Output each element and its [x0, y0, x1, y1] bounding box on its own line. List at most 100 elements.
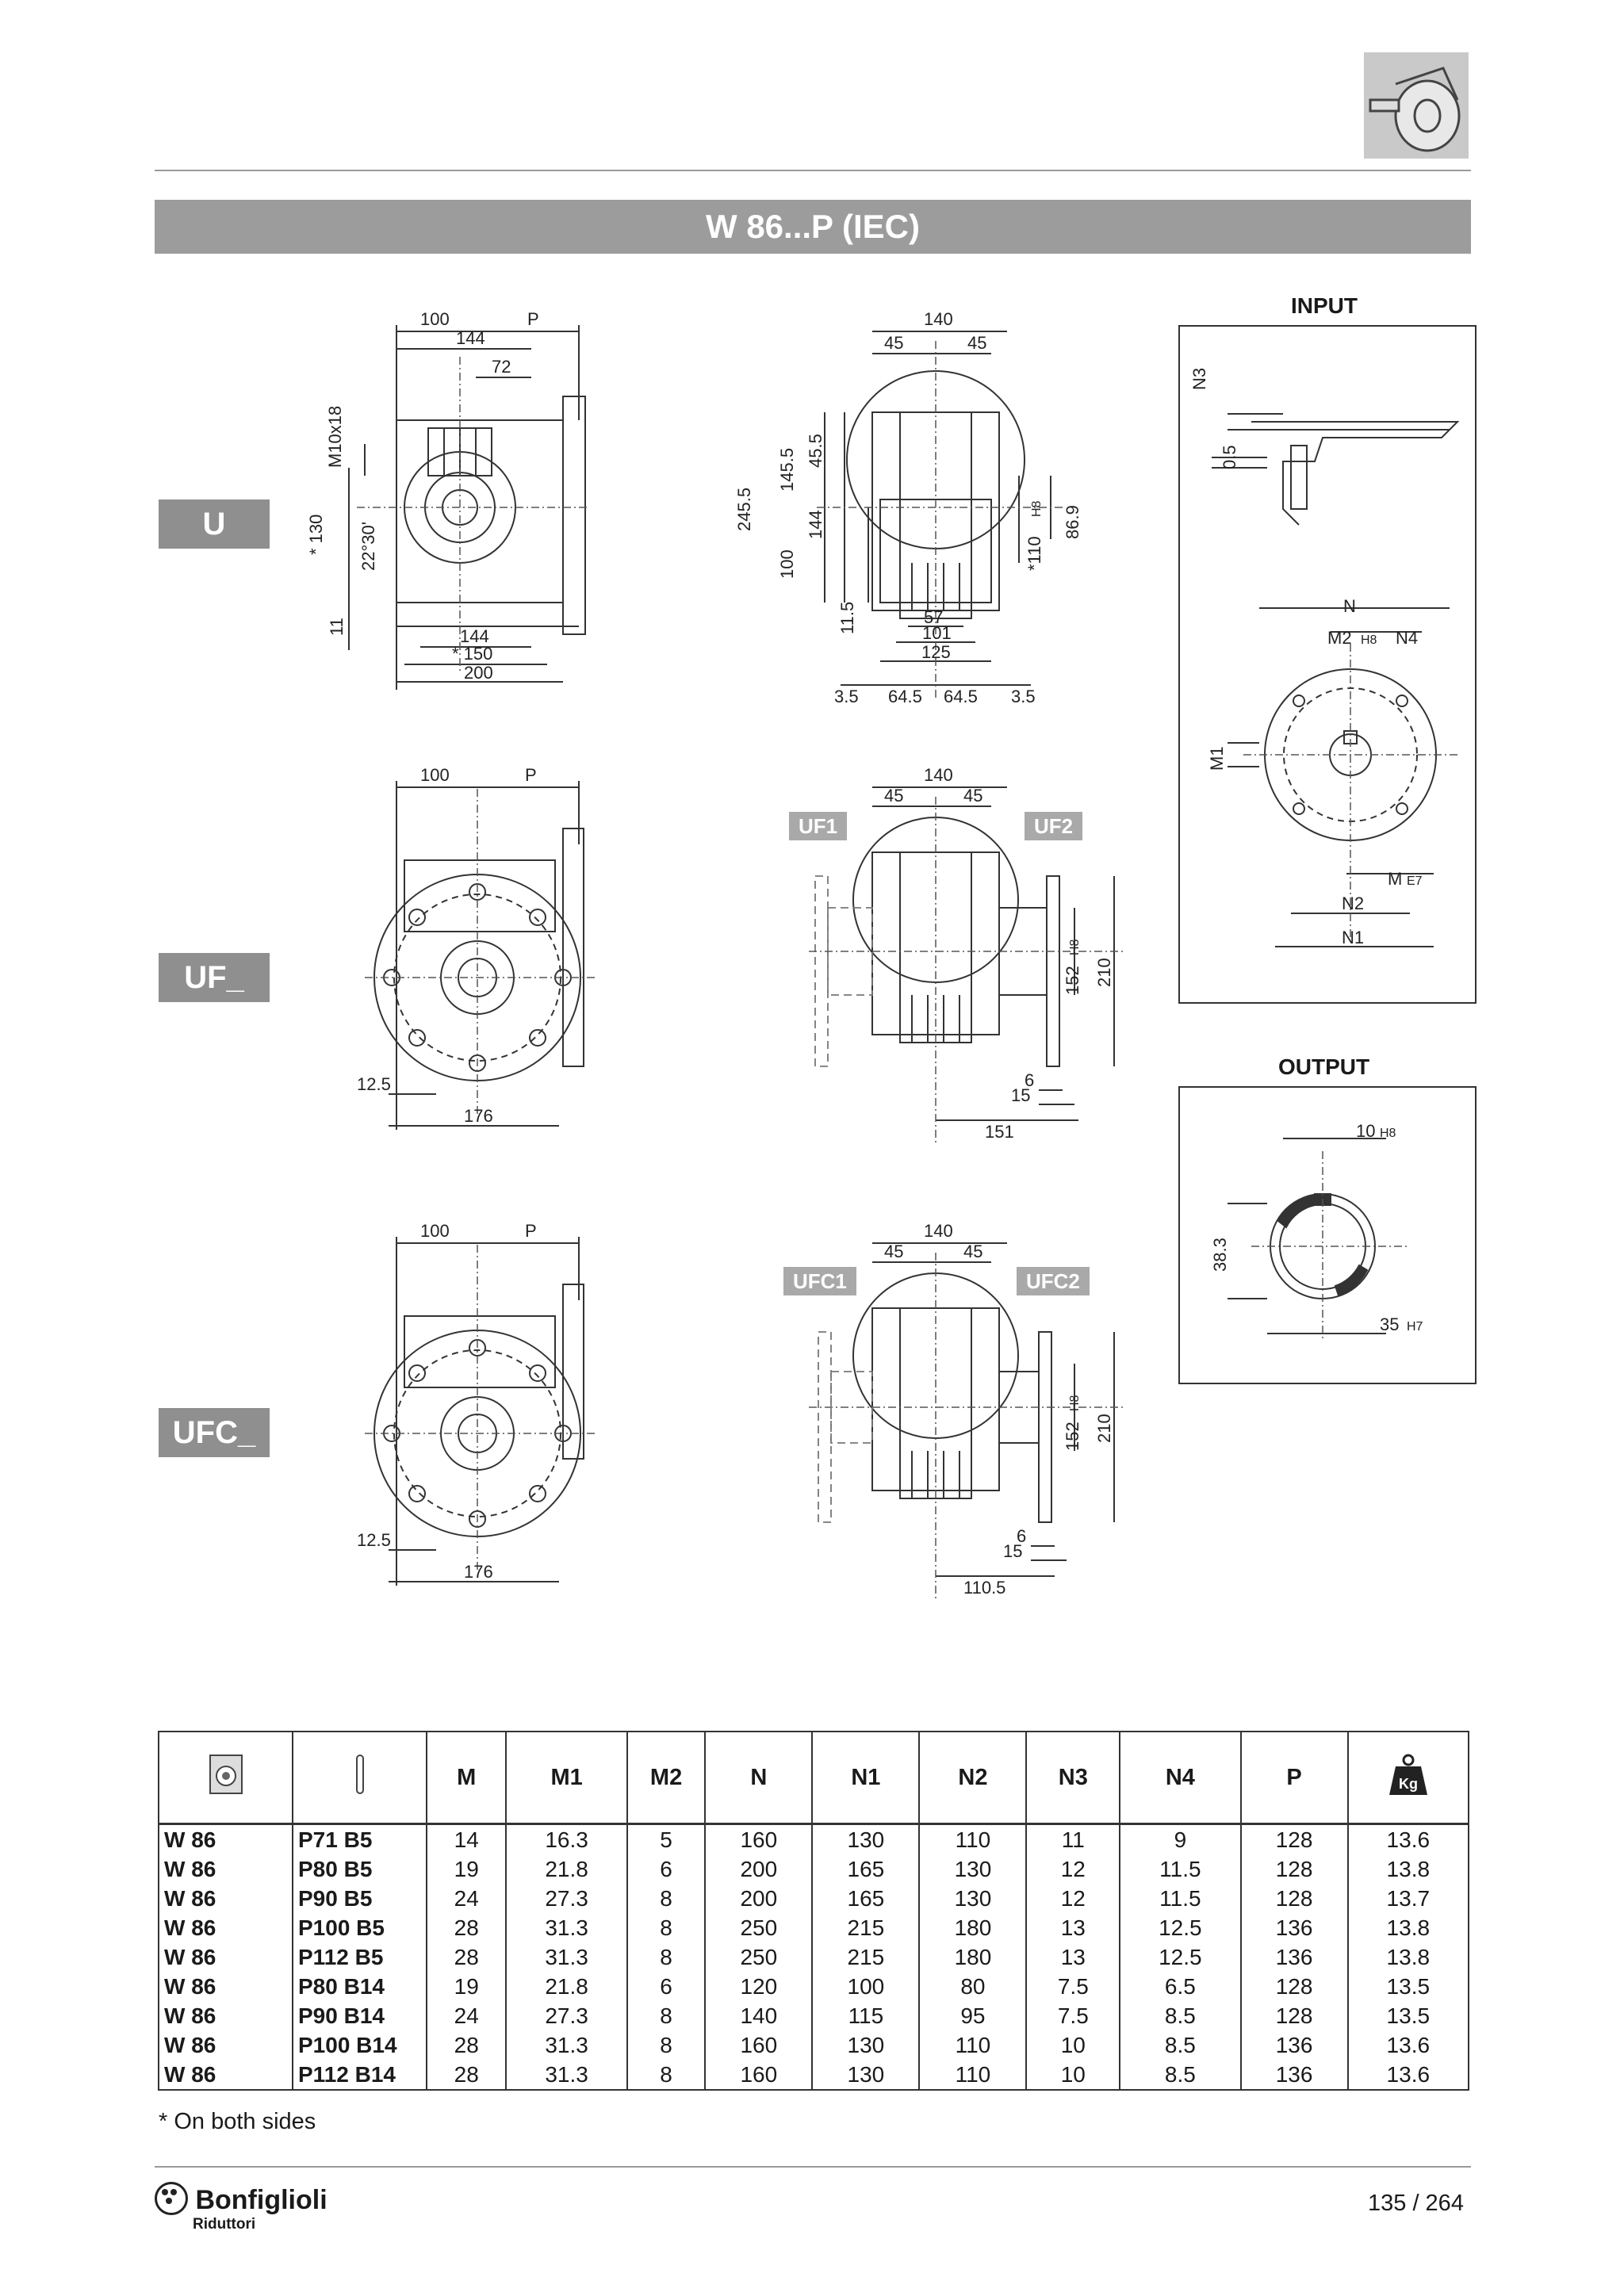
dim-ufc-front-152: 152: [1063, 1422, 1082, 1451]
cell-motor: P90 B14: [292, 2001, 427, 2030]
cell-value: 14: [425, 1823, 508, 1854]
dim-u-front-45a: 45: [884, 333, 903, 353]
cell-value: 95: [918, 2001, 1028, 2030]
cell-value: 7.5: [1025, 1972, 1121, 2001]
cell-value: 13.6: [1346, 1823, 1470, 1854]
cell-value: 128: [1239, 1823, 1349, 1854]
dim-u-side-100: 100: [420, 309, 450, 329]
cell-value: 13.8: [1346, 1854, 1470, 1884]
cell-value: 160: [704, 2030, 814, 2060]
dim-u-front-144: 144: [806, 510, 825, 539]
cell-value: 8: [626, 1942, 707, 1972]
dim-input-05: 0.5: [1220, 445, 1239, 469]
cell-model: W 86: [158, 2060, 293, 2091]
dim-ufc-side-100: 100: [420, 1221, 450, 1241]
dim-ufc-front-6: 6: [1017, 1526, 1026, 1546]
cell-value: 28: [425, 2030, 508, 2060]
cell-value: 200: [704, 1854, 814, 1884]
col-header-n3: N3: [1025, 1731, 1121, 1825]
cell-value: 140: [704, 2001, 814, 2030]
col-motor-icon: [292, 1731, 427, 1825]
cell-model: W 86: [158, 1913, 293, 1942]
footer-rule: [155, 2166, 1471, 2168]
cell-value: 200: [704, 1884, 814, 1913]
u-side-view-drawing: 100 P 144 72 M10x18 * 130 22°30' 11 144 …: [306, 309, 587, 690]
cell-motor: P112 B14: [292, 2060, 427, 2091]
dim-u-front-1455: 145.5: [777, 448, 797, 492]
col-header-n4: N4: [1119, 1731, 1242, 1825]
cell-value: 10: [1025, 2030, 1121, 2060]
brand-logo-icon: [155, 2182, 188, 2215]
col-header-weight: Kg: [1346, 1731, 1470, 1825]
dim-ufc-front-45b: 45: [963, 1242, 982, 1261]
cell-value: 250: [704, 1942, 814, 1972]
dim-ufc-front-140: 140: [924, 1221, 953, 1241]
dim-ufc-side-p: P: [525, 1221, 537, 1241]
cell-value: 130: [811, 2030, 921, 2060]
input-detail-drawing: N3 0.5 N M2 H8 N4 M1 M E7 N2 N1: [1189, 368, 1460, 947]
cell-motor: P80 B14: [292, 1972, 427, 2001]
u-front-view-drawing: 140 45 45 245.5 145.5 45.5 144 100 11.5 …: [734, 309, 1082, 706]
input-box-title: INPUT: [1291, 293, 1358, 318]
cell-value: 8: [626, 2060, 707, 2091]
table-header-row: M M1 M2 N N1 N2 N3 N4 P Kg: [158, 1731, 1470, 1825]
dim-uf-front-45b: 45: [963, 786, 982, 806]
cell-value: 8.5: [1119, 2001, 1242, 2030]
page-number: 135 / 264: [1368, 2191, 1464, 2216]
footnote: * On both sides: [159, 2109, 316, 2134]
col-header-m1: M1: [505, 1731, 628, 1825]
cell-value: 19: [425, 1972, 508, 2001]
dim-u-side-11: 11: [327, 618, 347, 636]
cell-value: 130: [918, 1884, 1028, 1913]
dim-u-front-100: 100: [777, 549, 797, 579]
output-box-title: OUTPUT: [1278, 1054, 1370, 1079]
dim-output-35-h7: H7: [1407, 1320, 1423, 1334]
cell-value: 128: [1239, 1854, 1349, 1884]
dim-ufc-side-176: 176: [464, 1562, 493, 1582]
dim-input-n1: N1: [1342, 928, 1364, 947]
cell-model: W 86: [158, 1823, 293, 1854]
dim-output-35: 35: [1380, 1314, 1399, 1334]
cell-value: 28: [425, 1913, 508, 1942]
dim-input-m1: M1: [1207, 746, 1227, 771]
weight-icon-label: Kg: [1399, 1776, 1418, 1792]
cell-value: 31.3: [505, 2030, 628, 2060]
cell-value: 130: [811, 2060, 921, 2091]
dim-output-383: 38.3: [1210, 1238, 1230, 1272]
dim-u-front-869: 86.9: [1063, 505, 1082, 539]
col-reducer-icon: [158, 1731, 293, 1825]
dim-ufc-front-h8: H8: [1068, 1395, 1082, 1411]
dim-ufc-front-15: 15: [1003, 1541, 1022, 1561]
brand-name: Bonfiglioli: [195, 2185, 327, 2215]
dim-ufc-front-1105: 110.5: [963, 1578, 1005, 1598]
cell-value: 31.3: [505, 1913, 628, 1942]
uf-side-view-drawing: 100 P 12.5 176: [357, 765, 595, 1130]
cell-value: 11.5: [1119, 1854, 1242, 1884]
dim-u-front-125: 125: [921, 642, 951, 662]
cell-value: 13.7: [1346, 1884, 1470, 1913]
dim-ufc-side-125: 12.5: [357, 1530, 391, 1550]
cell-value: 27.3: [505, 2001, 628, 2030]
cell-value: 136: [1239, 2060, 1349, 2091]
cell-value: 165: [811, 1854, 921, 1884]
cell-value: 13.5: [1346, 2001, 1470, 2030]
cell-value: 160: [704, 2060, 814, 2091]
cell-value: 6: [626, 1972, 707, 2001]
view-label-u: U: [159, 499, 270, 549]
ufc-front-view-drawing: 140 45 45 152 H8 210 6 15 110.5: [809, 1221, 1126, 1601]
dim-u-side-p: P: [527, 309, 539, 329]
brand-logo: Bonfiglioli: [155, 2182, 327, 2216]
cell-value: 31.3: [505, 2060, 628, 2091]
col-header-n2: N2: [918, 1731, 1028, 1825]
cell-value: 250: [704, 1913, 814, 1942]
cell-motor: P90 B5: [292, 1884, 427, 1913]
cell-value: 13: [1025, 1913, 1121, 1942]
gear-shaft-icon: [1369, 67, 1461, 152]
cell-value: 110: [918, 2030, 1028, 2060]
gearbox-section-icon: [1364, 52, 1469, 159]
